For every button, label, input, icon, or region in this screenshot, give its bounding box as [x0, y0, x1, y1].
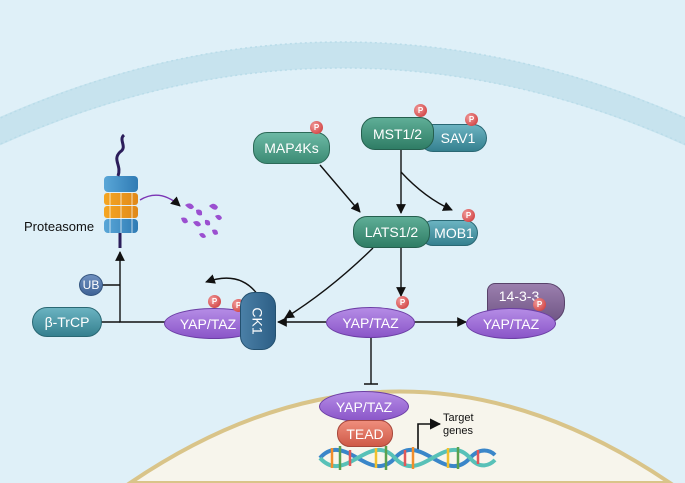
- mob1-label: MOB1: [434, 225, 474, 241]
- mst12-label: MST1/2: [372, 125, 422, 142]
- yaptaz-center-node: YAP/TAZ: [326, 307, 415, 338]
- yaptaz-nucleus-label: YAP/TAZ: [335, 398, 393, 415]
- cell-membrane: [0, 42, 685, 146]
- arrow-lats-to-ck1: [284, 247, 374, 319]
- tead-label: TEAD: [346, 425, 384, 442]
- ub-label: UB: [82, 278, 100, 292]
- yaptaz-right-node: YAP/TAZ: [466, 308, 556, 339]
- arrow-to-proteasome: [115, 251, 165, 323]
- arrow-mst-to-mob1: [400, 171, 453, 211]
- nucleus: [126, 389, 674, 483]
- mob1-node: MOB1: [420, 220, 478, 246]
- phospho-yaptaz-left-1-icon: P: [208, 295, 221, 308]
- tead-node: TEAD: [337, 420, 393, 447]
- yaptaz-nucleus-node: YAP/TAZ: [319, 391, 409, 422]
- arrow-target-genes: [417, 418, 442, 452]
- lats12-label: LATS1/2: [364, 224, 419, 240]
- cell-membrane-outer: [0, 41, 685, 120]
- btrcp-label: β-TrCP: [44, 314, 90, 330]
- arrow-ck1-loop: [205, 274, 259, 296]
- target-label-line1: Target: [443, 412, 474, 424]
- proteasome-label: Proteasome: [24, 219, 95, 234]
- target-label-line2: genes: [443, 425, 473, 437]
- map4ks-node: MAP4Ks: [253, 132, 330, 164]
- yaptaz-left-label: YAP/TAZ: [179, 315, 237, 332]
- phospho-yaptaz-right-icon: P: [533, 298, 546, 311]
- cell-membrane-inner: [0, 67, 685, 146]
- lats12-node: LATS1/2: [353, 216, 430, 248]
- phospho-mst12-icon: P: [414, 104, 427, 117]
- btrcp-node: β-TrCP: [32, 307, 102, 337]
- mst12-node: MST1/2: [361, 117, 434, 150]
- protein-1433-label: 14-3-3: [498, 288, 540, 304]
- phospho-sav1-icon: P: [465, 113, 478, 126]
- target-genes-label: Target genes: [443, 412, 474, 438]
- dna-helix-icon: [318, 446, 497, 470]
- phospho-mob1-icon: P: [462, 209, 475, 222]
- yaptaz-center-label: YAP/TAZ: [342, 314, 399, 331]
- yaptaz-right-label: YAP/TAZ: [482, 315, 540, 332]
- sav1-label: SAV1: [440, 130, 476, 146]
- arrow-proteasome-degradation: [139, 194, 181, 207]
- arrow-map4ks-to-lats: [319, 164, 361, 213]
- ub-node: UB: [79, 274, 103, 296]
- peptide-fragments-icon: [181, 203, 222, 238]
- proteasome-icon: [104, 133, 138, 248]
- ck1-node: CK1: [240, 292, 276, 350]
- phospho-map4ks-icon: P: [310, 121, 323, 134]
- ck1-label: CK1: [249, 307, 266, 335]
- phospho-yaptaz-center-icon: P: [396, 296, 409, 309]
- map4ks-label: MAP4Ks: [264, 140, 319, 156]
- inhibit-yap-nuclear-entry: [364, 338, 378, 385]
